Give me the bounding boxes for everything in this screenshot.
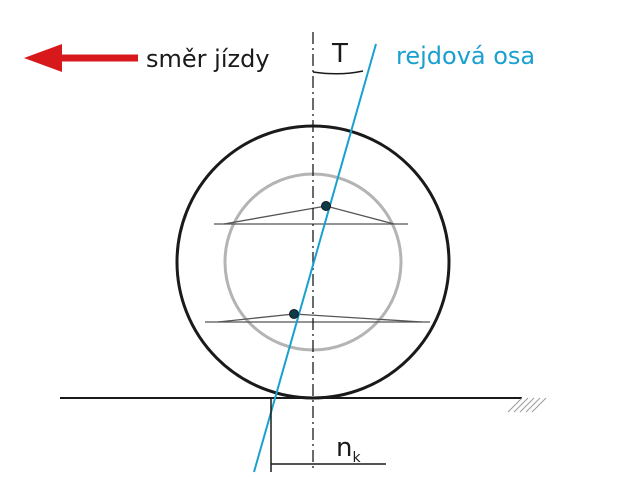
steering-axis-line xyxy=(253,43,377,473)
direction-label: směr jízdy xyxy=(146,45,270,73)
lower-arm xyxy=(205,313,430,323)
trail-label: nk xyxy=(336,433,361,466)
ground-hatching xyxy=(507,397,547,413)
steering-axis-label: rejdová osa xyxy=(396,42,535,70)
direction-arrow xyxy=(24,44,138,72)
trail-symbol: n xyxy=(336,433,352,463)
trail-subscript: k xyxy=(352,450,361,466)
upper-ball-joint xyxy=(321,201,331,211)
lower-ball-joint xyxy=(289,309,299,319)
caster-angle-arc xyxy=(312,70,364,75)
caster-angle-label: T xyxy=(331,39,348,69)
trail-dimension xyxy=(270,398,386,472)
